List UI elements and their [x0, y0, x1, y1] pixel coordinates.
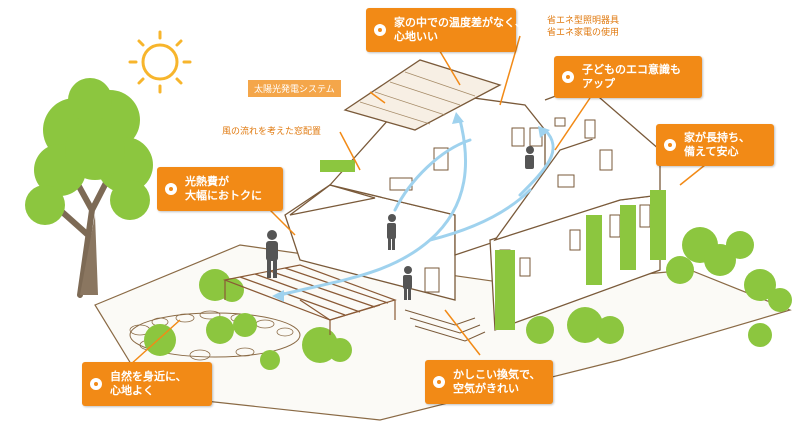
callout-ventilation: かしこい換気で、 空気がきれい: [425, 360, 553, 404]
callout-durable: 家が長持ち、 備えて安心: [656, 124, 774, 166]
circle-bullet-icon: [433, 376, 445, 388]
pond: [129, 312, 301, 358]
house-left-wing: [284, 184, 456, 301]
stairs: [404, 309, 486, 342]
label-lighting: 省エネ型照明器具: [547, 16, 620, 26]
airflow-arrows: [278, 118, 555, 297]
label-appliances: 省エネ家電の使用: [547, 28, 620, 38]
circle-bullet-icon: [374, 24, 386, 36]
circle-bullet-icon: [90, 378, 102, 390]
callout-utility: 光熱費が 大幅におトクに: [157, 167, 283, 211]
callout-eco-kids: 子どものエコ意識も アップ: [554, 56, 702, 98]
bushes: [144, 227, 792, 370]
sun-icon: [128, 30, 192, 94]
house-center: [328, 59, 546, 256]
callout-nature: 自然を身近に、 心地よく: [82, 362, 212, 406]
airflow-arrowheads: [272, 112, 550, 302]
green-wall: [320, 160, 666, 330]
tree-icon: [25, 78, 153, 298]
callout-text: 子どものエコ意識も アップ: [582, 63, 681, 90]
callout-temperature: 家の中での温度差がなく、 心地いい: [366, 8, 526, 52]
label-wind-window: 風の流れを考えた窓配置: [222, 127, 322, 137]
wood-deck: [222, 264, 397, 335]
circle-bullet-icon: [562, 71, 574, 83]
circle-bullet-icon: [165, 183, 177, 195]
callout-text: 自然を身近に、 心地よく: [110, 370, 187, 397]
leader-lines: [129, 35, 706, 366]
label-solar-system: 太陽光発電システム: [248, 80, 341, 97]
circle-bullet-icon: [664, 139, 676, 151]
callout-text: 家の中での温度差がなく、 心地いい: [394, 16, 526, 43]
callout-text: 光熱費が 大幅におトクに: [185, 175, 262, 202]
person-icon: [266, 146, 534, 300]
callout-text: 家が長持ち、 備えて安心: [684, 131, 750, 158]
callout-text: かしこい換気で、 空気がきれい: [453, 368, 541, 395]
